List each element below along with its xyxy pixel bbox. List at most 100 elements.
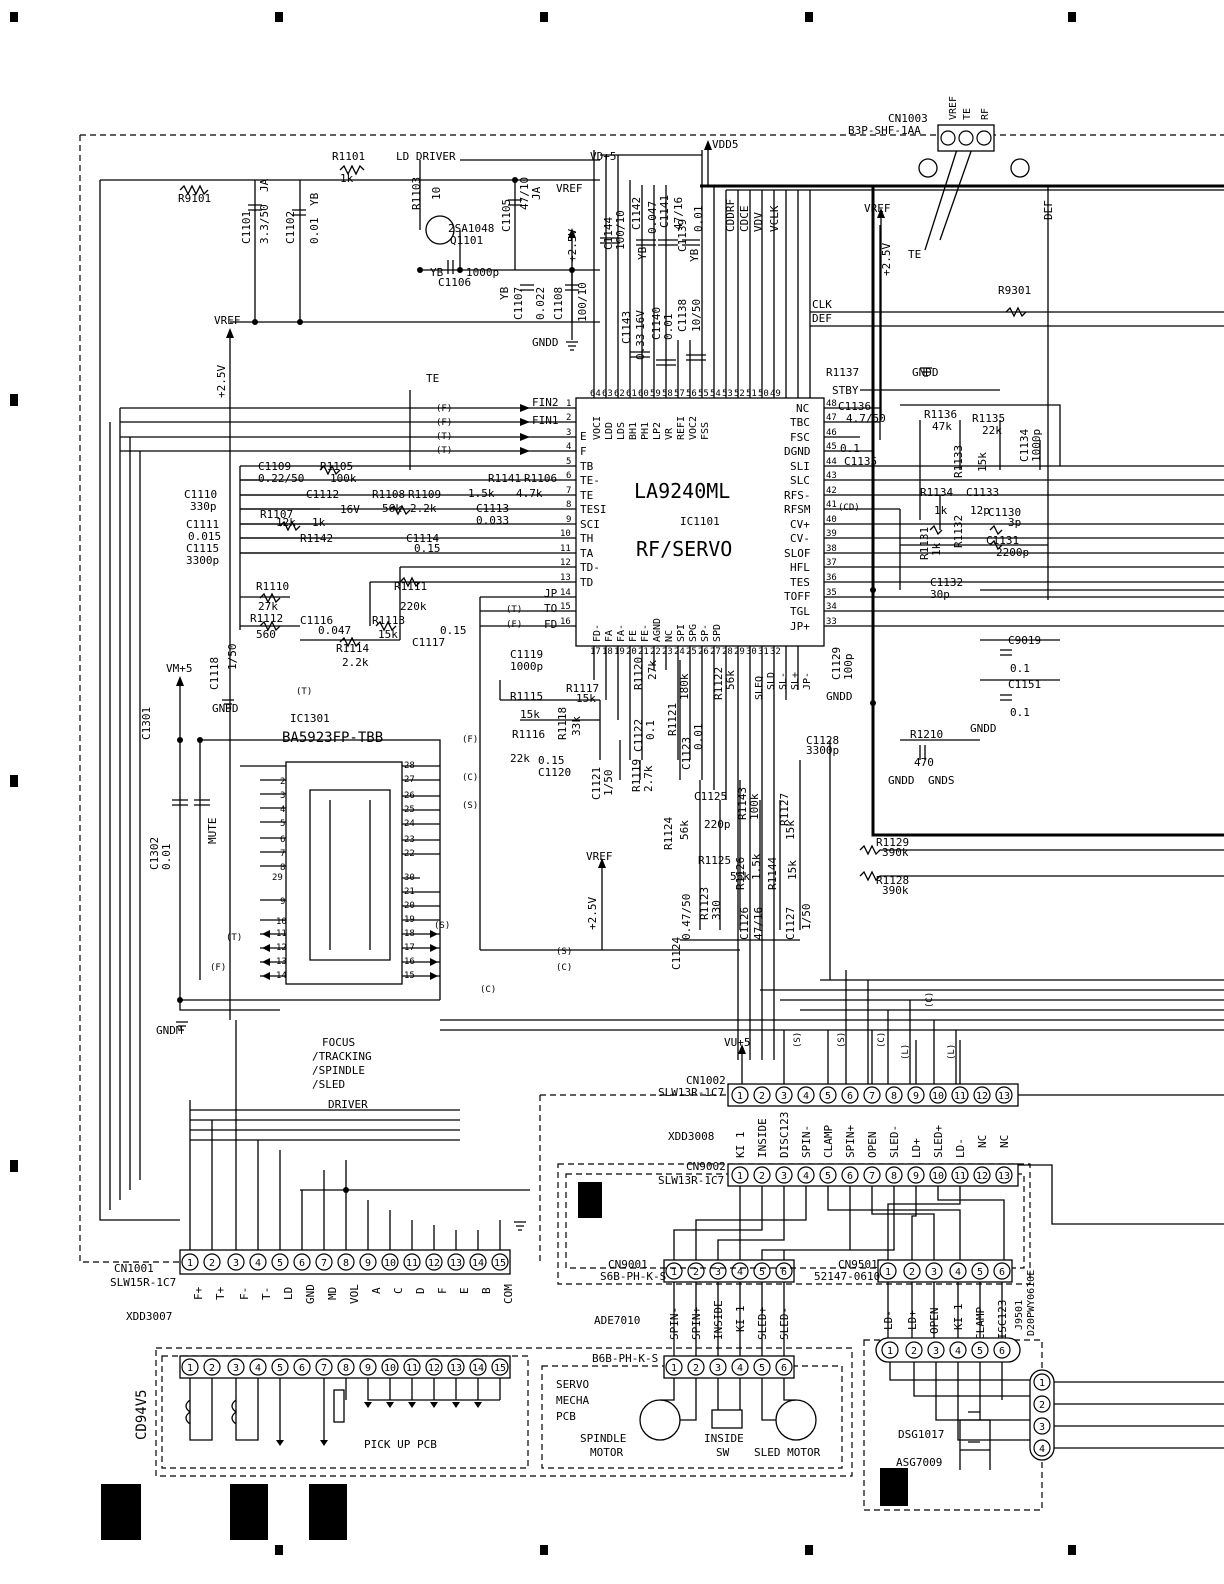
svg-text:1k: 1k (340, 172, 354, 185)
svg-text:5: 5 (825, 1171, 831, 1182)
svg-text:2: 2 (209, 1363, 215, 1374)
svg-text:3300p: 3300p (806, 744, 839, 757)
power-labels: VD+5 VDD5 VREF VREF VREF VM+5 VU+5 +2.5V… (156, 138, 997, 1049)
svg-text:R1118: R1118 (556, 707, 569, 740)
svg-text:C1132: C1132 (930, 576, 963, 589)
svg-text:SLOF: SLOF (784, 547, 811, 560)
svg-text:YB: YB (688, 248, 701, 262)
svg-text:42: 42 (826, 486, 837, 496)
svg-text:40: 40 (826, 515, 837, 525)
svg-text:38: 38 (826, 544, 837, 554)
svg-text:43: 43 (826, 471, 837, 481)
svg-text:R1136: R1136 (924, 408, 957, 421)
svg-text:PH1: PH1 (640, 422, 651, 440)
svg-text:TB: TB (580, 460, 594, 473)
svg-text:23: 23 (662, 647, 673, 657)
svg-text:16V: 16V (634, 310, 647, 330)
svg-text:12: 12 (560, 558, 571, 568)
xdd3008-label: XDD3008 (668, 1130, 714, 1143)
svg-text:SPIN-: SPIN- (800, 1125, 813, 1158)
cn1002-pin-names: KI 1 INSIDE DISC123 SPIN- CLAMP SPIN+ OP… (734, 1112, 1011, 1158)
svg-text:R9101: R9101 (178, 192, 211, 205)
svg-text:56k: 56k (678, 820, 691, 840)
svg-text:3.3/50: 3.3/50 (258, 204, 271, 244)
svg-text:4: 4 (737, 1267, 743, 1278)
svg-text:GNDD: GNDD (826, 690, 853, 703)
xdd3007-label: XDD3007 (126, 1310, 172, 1323)
svg-text:5: 5 (759, 1267, 765, 1278)
svg-text:B: B (480, 1287, 493, 1294)
svg-text:11: 11 (406, 1363, 418, 1374)
svg-text:8: 8 (891, 1171, 897, 1182)
svg-text:1/50: 1/50 (800, 904, 813, 931)
svg-text:1: 1 (187, 1363, 193, 1374)
svg-text:KI 1: KI 1 (734, 1132, 747, 1159)
svg-text:RF: RF (980, 108, 991, 120)
svg-text:R1133: R1133 (952, 445, 965, 478)
cn1001-pin-names: F+ T+ F- T- LD GND MD VOL A C D F E B CO… (192, 1284, 515, 1304)
svg-text:SCI: SCI (580, 518, 600, 531)
svg-text:0.1: 0.1 (1010, 662, 1030, 675)
svg-text:TD: TD (580, 576, 593, 589)
svg-text:47k: 47k (932, 420, 952, 433)
svg-text:PCB: PCB (556, 1410, 576, 1423)
svg-text:0.33: 0.33 (634, 334, 647, 361)
svg-text:VREF: VREF (556, 182, 583, 195)
svg-text:VREF: VREF (214, 314, 241, 327)
svg-text:FD: FD (544, 618, 557, 631)
svg-text:F+: F+ (192, 1286, 205, 1300)
svg-text:56: 56 (686, 389, 697, 399)
svg-text:0.01: 0.01 (692, 724, 705, 751)
svg-text:(T): (T) (226, 933, 242, 943)
svg-text:R1134: R1134 (920, 486, 953, 499)
svg-text:47/16: 47/16 (752, 907, 765, 940)
svg-text:VOL: VOL (348, 1284, 361, 1304)
svg-text:C1122: C1122 (632, 719, 645, 752)
svg-text:20: 20 (626, 647, 637, 657)
svg-text:0.033: 0.033 (476, 514, 509, 527)
svg-text:FSC: FSC (790, 431, 810, 444)
svg-text:58: 58 (662, 389, 673, 399)
svg-text:2: 2 (693, 1267, 699, 1278)
svg-text:27k: 27k (258, 600, 278, 613)
svg-text:JA: JA (530, 186, 543, 200)
svg-text:GNDD: GNDD (212, 702, 239, 715)
svg-text:LDS: LDS (616, 422, 627, 440)
svg-text:2.7k: 2.7k (642, 765, 655, 792)
svg-text:22: 22 (650, 647, 661, 657)
svg-text:R1120: R1120 (632, 657, 645, 690)
svg-text:9: 9 (913, 1091, 919, 1102)
svg-text:27k: 27k (646, 660, 659, 680)
svg-text:(C): (C) (925, 992, 935, 1008)
svg-text:3: 3 (233, 1363, 239, 1374)
svg-text:4: 4 (803, 1091, 809, 1102)
svg-text:C1129: C1129 (830, 647, 843, 680)
svg-text:0.1: 0.1 (840, 442, 860, 455)
svg-text:10: 10 (932, 1171, 944, 1182)
svg-text:4: 4 (955, 1267, 961, 1278)
svg-text:TE: TE (580, 489, 593, 502)
svg-text:R1125: R1125 (698, 854, 731, 867)
svg-text:2: 2 (759, 1091, 765, 1102)
svg-text:41: 41 (826, 500, 837, 510)
svg-text:33k: 33k (570, 716, 583, 736)
svg-text:TH: TH (580, 532, 593, 545)
svg-text:2: 2 (909, 1267, 915, 1278)
ic1101-function: RF/SERVO (636, 537, 732, 561)
svg-text:TBC: TBC (790, 416, 810, 429)
svg-text:MUTE: MUTE (206, 818, 219, 845)
svg-text:3: 3 (233, 1258, 239, 1269)
svg-text:6: 6 (847, 1171, 853, 1182)
svg-text:INSIDE: INSIDE (756, 1118, 769, 1158)
svg-text:8: 8 (343, 1363, 349, 1374)
svg-text:10: 10 (430, 187, 443, 200)
svg-text:0.047: 0.047 (318, 624, 351, 637)
svg-text:8: 8 (280, 863, 285, 873)
svg-text:/SPINDLE: /SPINDLE (312, 1064, 365, 1077)
svg-text:TESI: TESI (580, 503, 607, 516)
